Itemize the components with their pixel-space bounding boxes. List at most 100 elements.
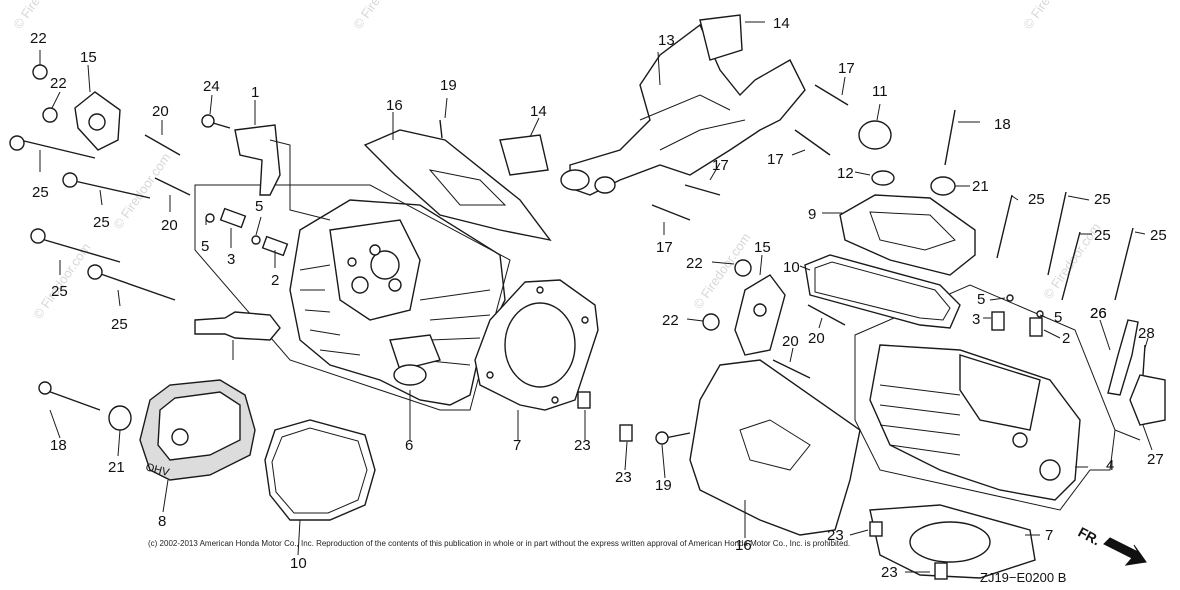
nut-right: [702, 313, 720, 331]
rocker-cover-right: [839, 194, 976, 276]
callout-26: 26: [1090, 305, 1107, 322]
callout-25: 25: [93, 214, 110, 231]
bracket-1: [234, 124, 281, 196]
oil-filler-cap: [858, 120, 892, 150]
callout-19: 19: [655, 477, 672, 494]
callout-17: 17: [656, 239, 673, 256]
bolt-19: [664, 432, 691, 439]
bolt-25-right: [1061, 231, 1081, 301]
callout-17: 17: [838, 60, 855, 77]
dowel-pin: [619, 424, 633, 442]
callout-11: 11: [872, 83, 888, 100]
callout-22: 22: [50, 75, 67, 92]
seal-right: [1006, 294, 1014, 302]
callout-5: 5: [977, 291, 985, 308]
stud-right: [807, 304, 846, 326]
dowel-pin: [577, 391, 591, 409]
callout-8: 8: [158, 513, 166, 530]
callout-18: 18: [50, 437, 67, 454]
dowel-pin: [869, 521, 883, 537]
callout-23: 23: [615, 469, 632, 486]
seal-left: [205, 213, 215, 223]
callout-25: 25: [1094, 227, 1111, 244]
callout-25: 25: [1028, 191, 1045, 208]
callout-25: 25: [111, 316, 128, 333]
o-ring-12: [871, 170, 895, 186]
stud-left: [144, 134, 181, 156]
bolt-17: [814, 84, 849, 106]
manifold-gasket-mid: [499, 134, 549, 176]
callout-4: 4: [1106, 457, 1114, 474]
callout-20: 20: [782, 333, 799, 350]
callout-16: 16: [735, 537, 752, 554]
bolt-17: [684, 184, 721, 196]
callout-17: 17: [712, 157, 729, 174]
nut-right: [734, 259, 752, 277]
head-cover-right: [689, 359, 861, 536]
copyright-notice: (c) 2002-2013 American Honda Motor Co., …: [148, 539, 851, 548]
bolt-17: [651, 204, 691, 221]
callout-23: 23: [881, 564, 898, 581]
bolt-17: [794, 129, 831, 156]
callout-10: 10: [290, 555, 307, 572]
nut-left: [42, 107, 58, 123]
valve-guide-left: [261, 235, 289, 257]
head-gasket-left: [474, 279, 599, 411]
stud-left: [154, 177, 191, 196]
callout-12: 12: [837, 165, 854, 182]
callout-5: 5: [255, 198, 263, 215]
assembly-outline-right: [854, 284, 1116, 511]
callout-16: 16: [386, 97, 403, 114]
callout-9: 9: [808, 206, 816, 223]
callouts: 22 22 15 24 1 16 19 14 13 14 17 11 18 20…: [30, 15, 1167, 581]
callout-3: 3: [227, 251, 235, 268]
callout-24: 24: [203, 78, 220, 95]
nut-left: [32, 64, 48, 80]
head-cover-left: [363, 129, 552, 242]
bolt-25-right: [1114, 227, 1134, 301]
grommet-21-left: [108, 405, 132, 431]
bolts-left: [9, 135, 176, 411]
callout-5: 5: [1054, 309, 1062, 326]
callout-5: 5: [201, 238, 209, 255]
bolt-24: [201, 114, 215, 128]
grommet-21-right: [930, 176, 956, 196]
valve-guide-right: [991, 311, 1005, 331]
cylinder-head-left: [289, 199, 506, 406]
watermark-text: © Firedoor.com: [350, 0, 413, 32]
front-direction-arrow: [1103, 537, 1147, 566]
callout-7: 7: [513, 437, 521, 454]
cylinder-head-right: [869, 344, 1081, 501]
manifold-gasket-top: [699, 14, 743, 61]
callout-28: 28: [1138, 325, 1155, 342]
stud-right: [772, 359, 811, 379]
callout-14: 14: [530, 103, 547, 120]
callout-2: 2: [271, 272, 279, 289]
watermark-group: © Firedoor.com © Firedoor.com © Firedoor…: [10, 0, 1103, 322]
valve-cover-left: OHV: [139, 379, 256, 481]
spark-plug-right: [1107, 319, 1139, 396]
callout-20: 20: [808, 330, 825, 347]
callout-15: 15: [80, 49, 97, 66]
cover-gasket-left: [264, 419, 376, 521]
callout-20: 20: [161, 217, 178, 234]
callout-2: 2: [1062, 330, 1070, 347]
cover-gasket-right: [804, 254, 961, 329]
callout-20: 20: [152, 103, 169, 120]
seal-left: [251, 235, 261, 245]
callout-14: 14: [773, 15, 790, 32]
callout-27: 27: [1147, 451, 1164, 468]
callout-26: 26: [1090, 305, 1107, 322]
intake-manifold: [560, 23, 806, 196]
callout-23: 23: [574, 437, 591, 454]
callout-1: 1: [251, 84, 259, 101]
bolt-25-right: [996, 194, 1013, 259]
callout-3: 3: [972, 311, 980, 328]
dowel-pin: [934, 562, 948, 580]
callout-18: 18: [994, 116, 1011, 133]
valve-guide-left: [219, 207, 247, 229]
callout-10: 10: [783, 259, 800, 276]
callout-6: 6: [405, 437, 413, 454]
